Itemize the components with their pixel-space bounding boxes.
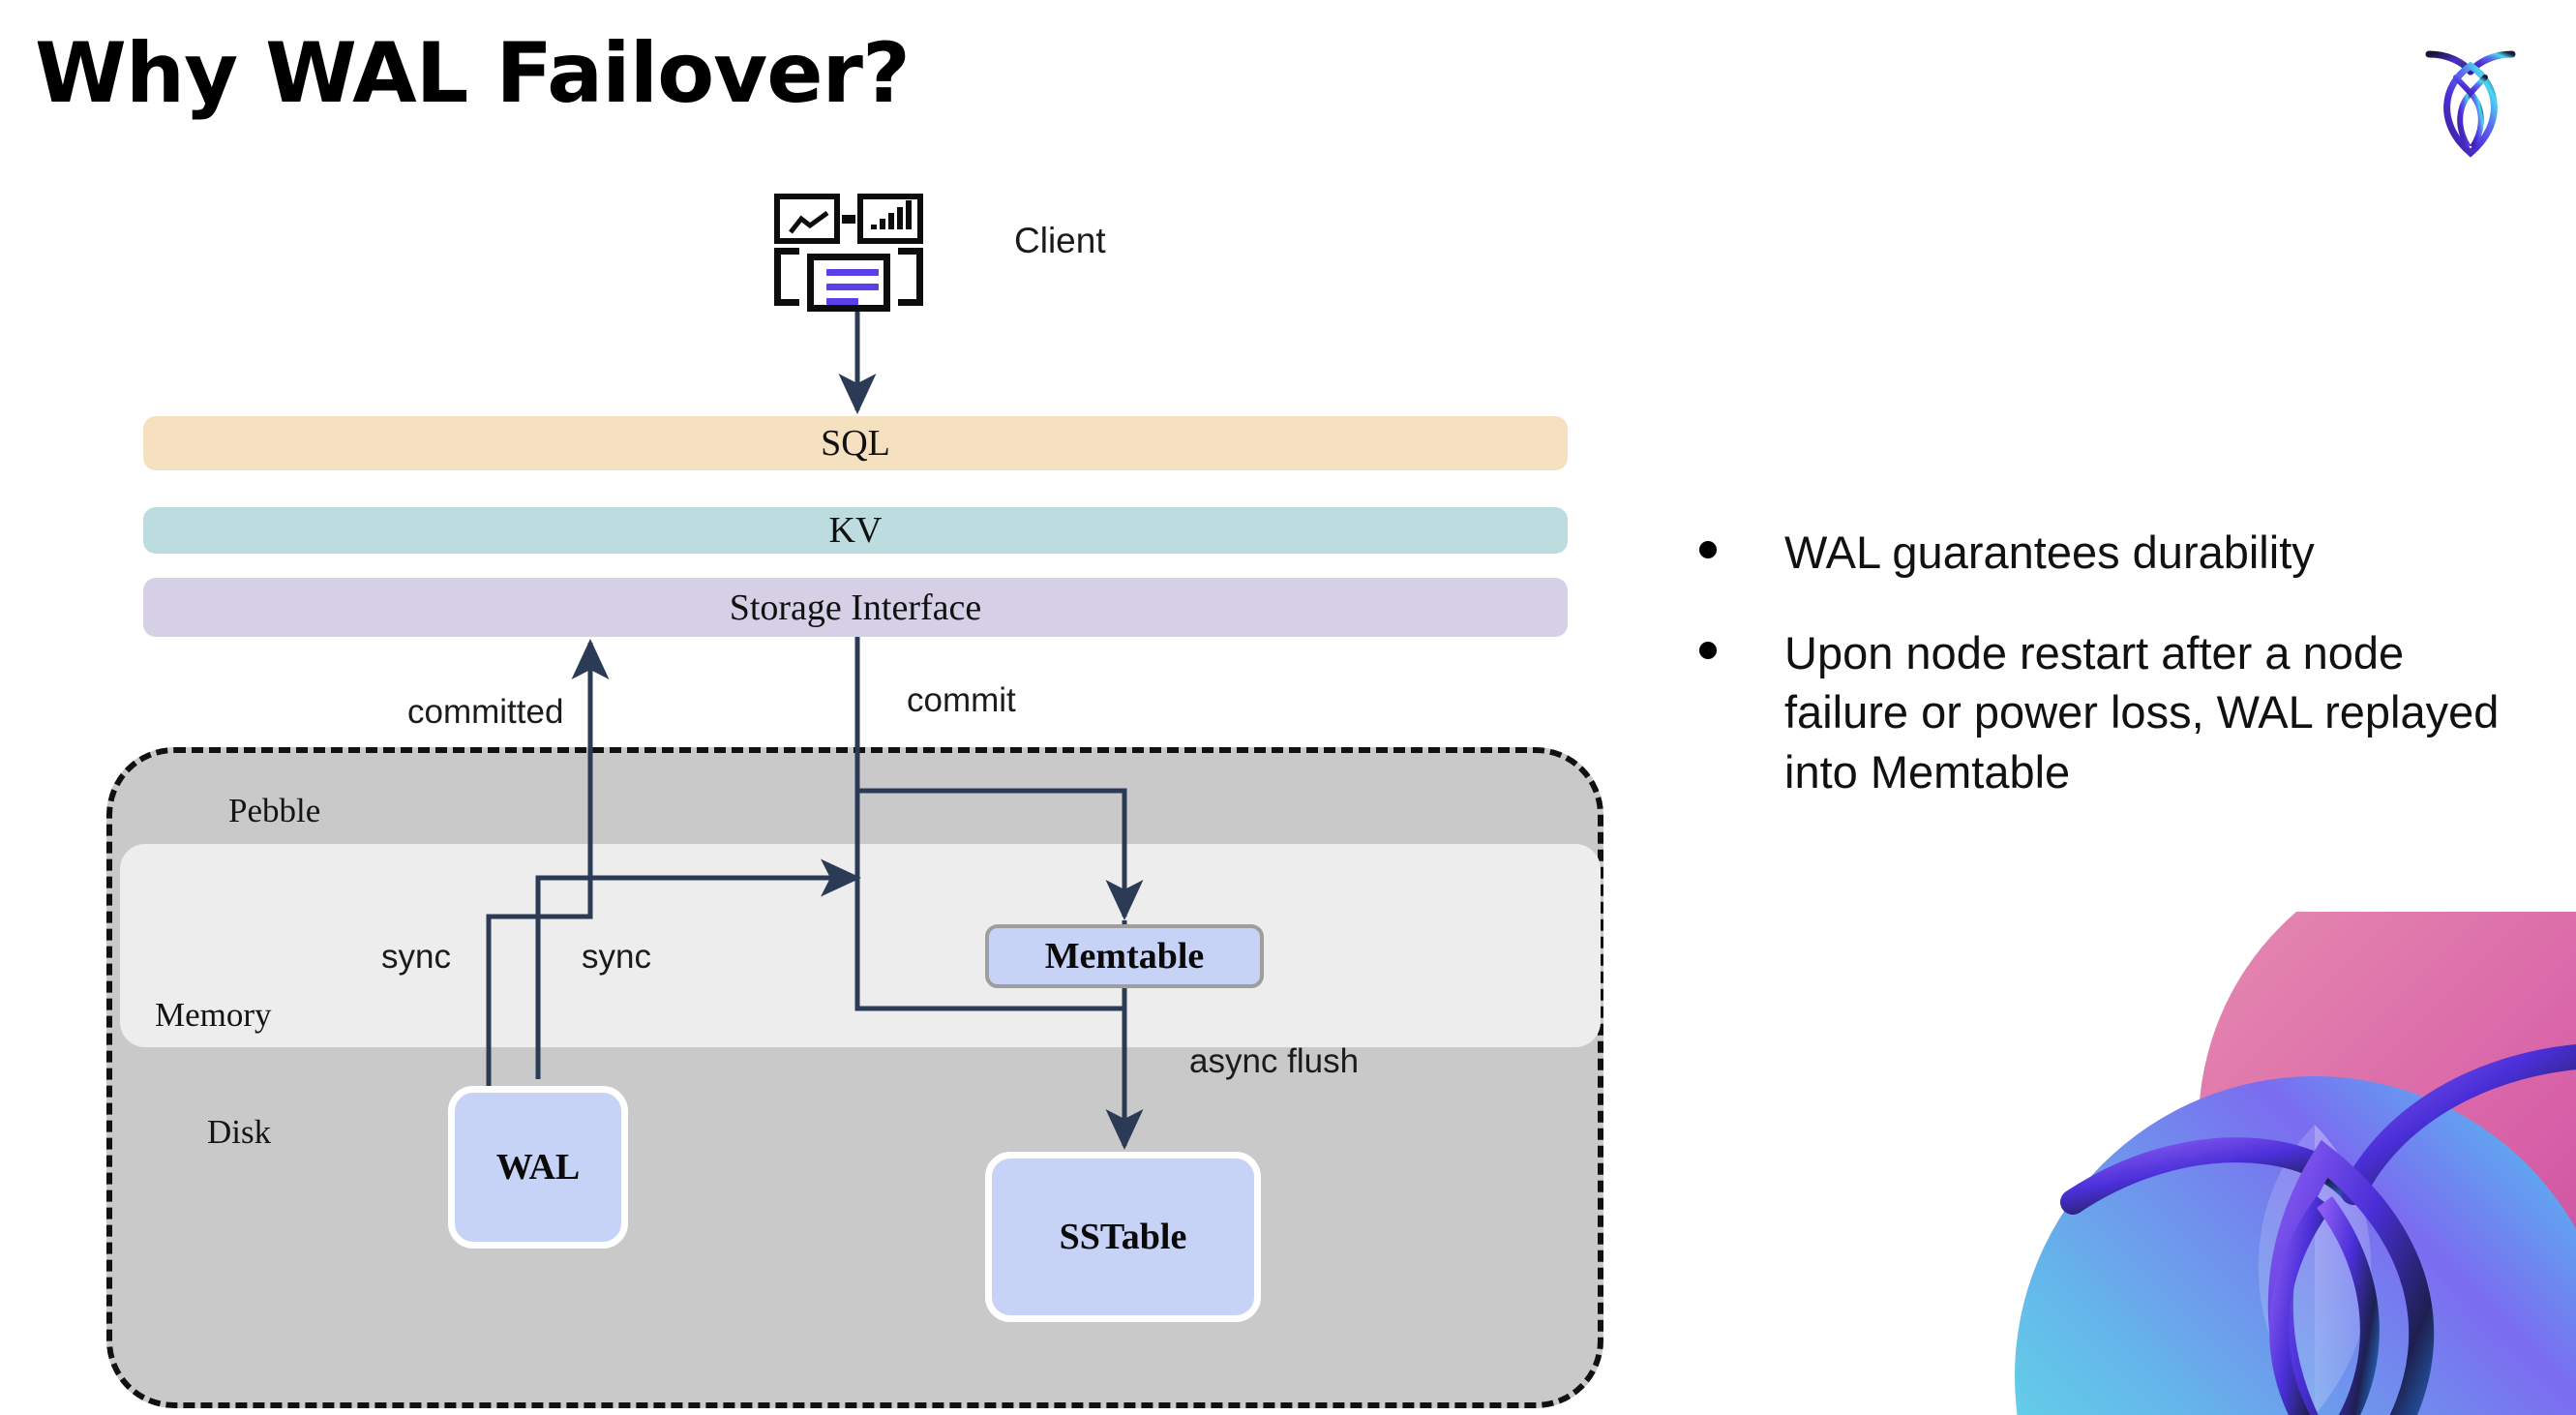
edge-label-sync-right: sync <box>582 938 651 976</box>
node-memtable-label: Memtable <box>1044 936 1205 977</box>
bullet-text: Upon node restart after a node failure o… <box>1784 626 2500 798</box>
memory-region <box>120 844 1601 1047</box>
document-lines-icon <box>807 254 890 312</box>
line-chart-icon <box>774 194 840 244</box>
client-dashboard-icon <box>774 194 929 312</box>
disk-region-label: Disk <box>207 1113 272 1151</box>
bullet-dot-icon <box>1699 641 1717 659</box>
list-item: WAL guarantees durability <box>1699 523 2531 583</box>
node-sstable-label: SSTable <box>1059 1217 1187 1257</box>
layer-bar-storage-interface-label: Storage Interface <box>729 587 982 628</box>
bullet-dot-icon <box>1699 541 1717 558</box>
edge-label-committed: committed <box>407 693 564 731</box>
node-sstable: SSTable <box>985 1152 1261 1322</box>
bracket-left-icon <box>774 248 799 306</box>
node-wal: WAL <box>448 1086 628 1249</box>
memory-region-label: Memory <box>155 996 272 1034</box>
edge-label-async-flush: async flush <box>1189 1042 1360 1080</box>
decorative-logo-artwork <box>1899 912 2576 1415</box>
edge-label-commit: commit <box>907 681 1016 719</box>
connector-dash-icon <box>842 215 855 224</box>
page-title: Why WAL Failover? <box>35 25 911 122</box>
node-memtable: Memtable <box>985 924 1264 988</box>
cockroachdb-logo-icon <box>2408 35 2533 170</box>
list-item: Upon node restart after a node failure o… <box>1699 623 2531 802</box>
layer-bar-storage-interface: Storage Interface <box>143 578 1568 637</box>
bullet-list: WAL guarantees durability Upon node rest… <box>1699 523 2531 842</box>
bracket-right-icon <box>898 248 923 306</box>
edge-label-sync-left: sync <box>381 938 451 976</box>
bullet-text: WAL guarantees durability <box>1784 527 2315 578</box>
layer-bar-kv: KV <box>143 507 1568 554</box>
node-wal-label: WAL <box>495 1147 581 1188</box>
layer-bar-sql-label: SQL <box>821 423 890 464</box>
layer-bar-kv-label: KV <box>828 510 883 551</box>
bar-chart-icon <box>857 194 923 244</box>
layer-bar-sql: SQL <box>143 416 1568 470</box>
client-label: Client <box>1014 221 1106 260</box>
pebble-container-label: Pebble <box>228 792 321 829</box>
